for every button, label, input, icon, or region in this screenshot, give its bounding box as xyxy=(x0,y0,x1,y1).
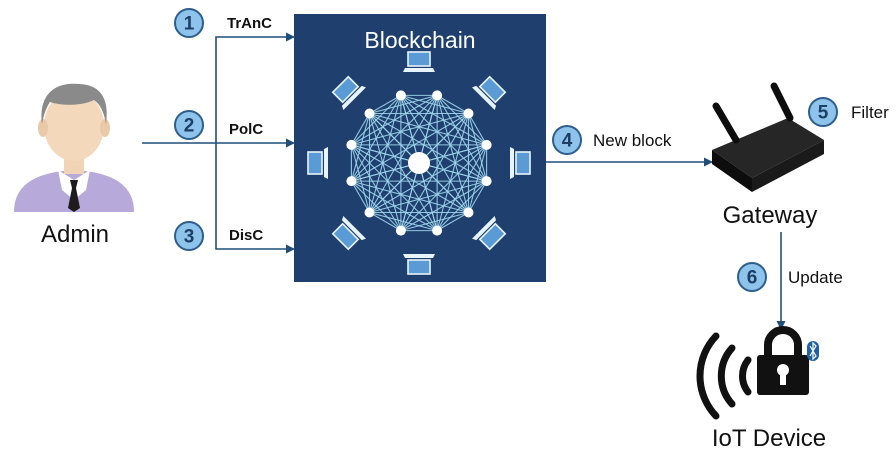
bluetooth-icon xyxy=(807,341,819,361)
network-laptop-icon xyxy=(307,51,531,275)
gateway-label: Gateway xyxy=(723,202,818,229)
step-6-label: Update xyxy=(788,268,843,287)
step-3-badge: 3 xyxy=(174,221,204,251)
arrow-tranc xyxy=(215,32,295,143)
step-3-label: DisC xyxy=(229,227,263,244)
step-2-label: PolC xyxy=(229,121,263,138)
svg-text:6: 6 xyxy=(747,268,758,289)
admin-user-icon xyxy=(14,83,134,212)
svg-text:3: 3 xyxy=(184,227,195,248)
step-1-badge: 1 xyxy=(174,8,204,38)
svg-text:1: 1 xyxy=(184,14,195,35)
arrow-disc xyxy=(215,143,295,254)
wifi-signal-icon xyxy=(696,332,752,420)
step-5-badge: 5 xyxy=(808,97,838,127)
svg-text:5: 5 xyxy=(818,103,829,124)
step-1-label: TrAnC xyxy=(227,15,272,32)
blockchain-title: Blockchain xyxy=(364,27,475,53)
padlock-icon xyxy=(757,326,809,395)
router-icon xyxy=(712,82,824,192)
svg-text:2: 2 xyxy=(184,116,195,137)
admin-label: Admin xyxy=(41,221,109,248)
step-2-badge: 2 xyxy=(174,110,204,140)
step-4-label: New block xyxy=(593,131,672,150)
step-5-label: Filter xyxy=(851,103,889,122)
svg-text:4: 4 xyxy=(562,131,573,152)
iot-device-label: IoT Device xyxy=(712,425,826,452)
step-4-badge: 4 xyxy=(552,125,582,155)
step-6-badge: 6 xyxy=(737,262,767,292)
